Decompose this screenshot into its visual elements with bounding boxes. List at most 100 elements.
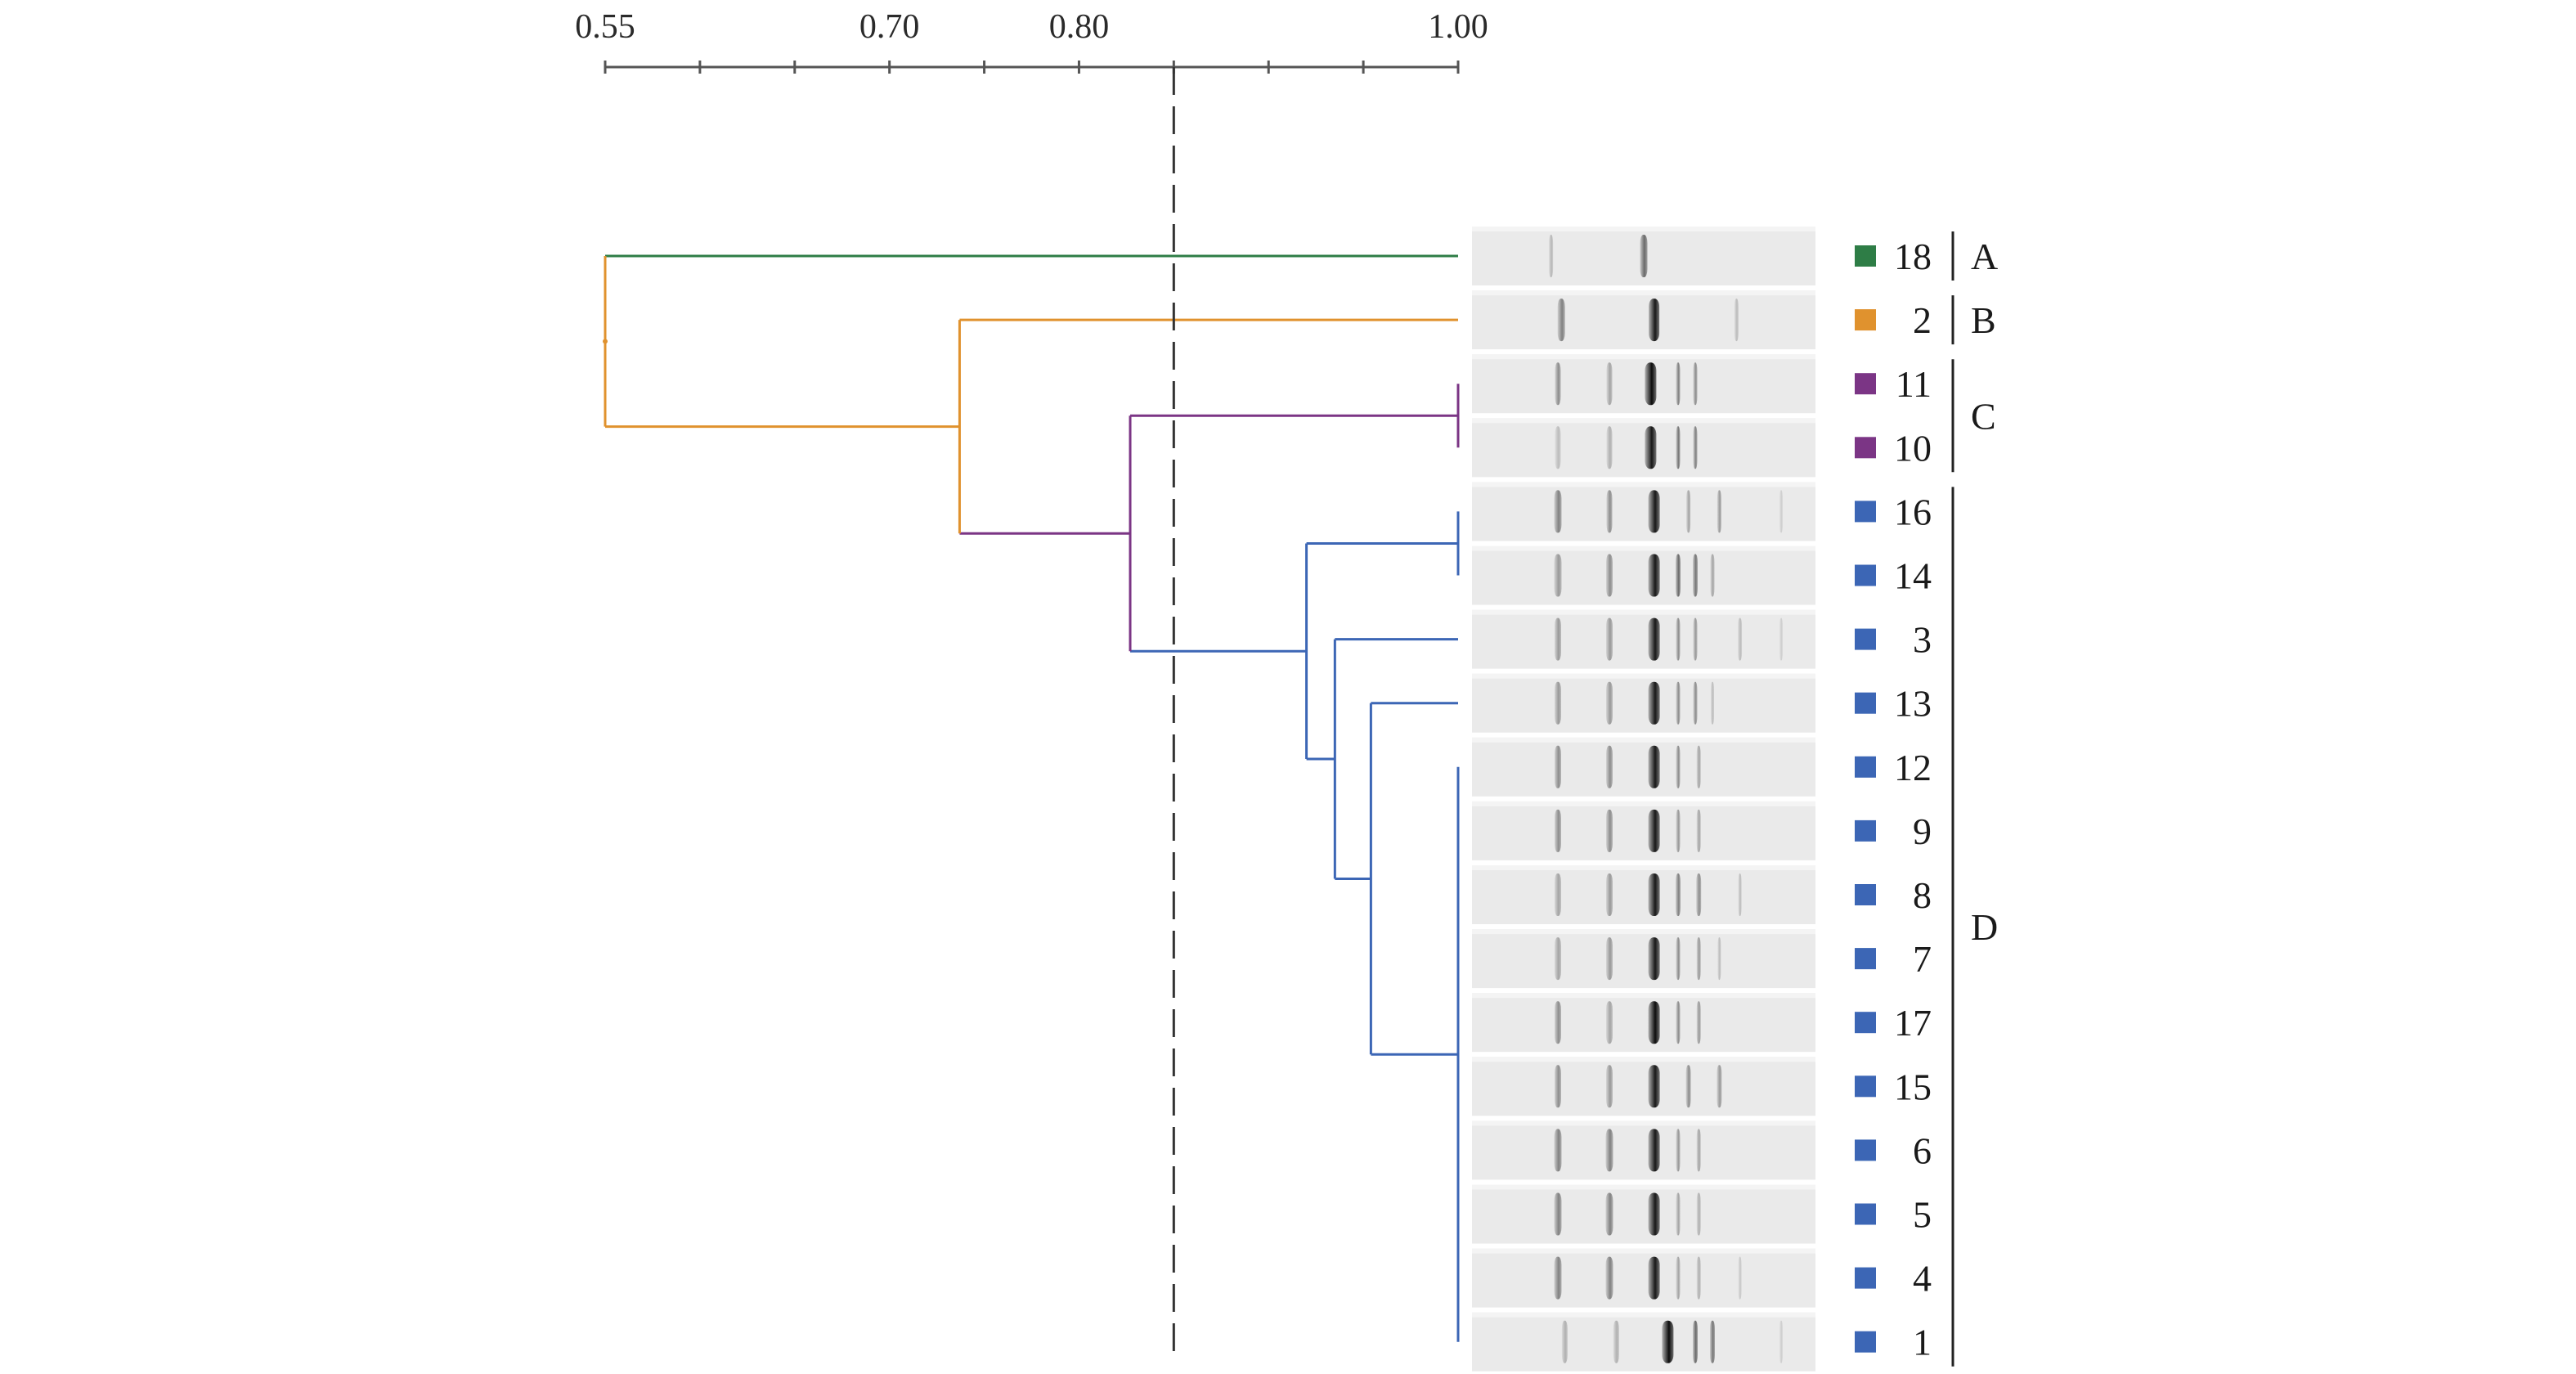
gel-band	[1696, 873, 1702, 916]
gel-band	[1693, 554, 1698, 597]
gel-lane-background	[1472, 290, 1815, 350]
gel-band	[1734, 299, 1739, 342]
gel-band	[1696, 809, 1701, 852]
gel-band	[1648, 1065, 1660, 1108]
isolate-row: 17	[1855, 1002, 1932, 1044]
gel-lane-sheen	[1472, 673, 1815, 679]
group-color-swatch	[1855, 1139, 1876, 1161]
gel-band	[1686, 490, 1691, 533]
gel-band	[1554, 1256, 1562, 1300]
gel-band	[1676, 1001, 1681, 1044]
gel-band	[1606, 490, 1613, 533]
gel-band	[1648, 1256, 1660, 1300]
gel-band	[1676, 745, 1681, 788]
gel-band	[1710, 1320, 1715, 1363]
gel-lane	[1472, 737, 1815, 797]
isolate-row: 2	[1855, 299, 1932, 341]
gel-lane-background	[1472, 1057, 1815, 1116]
gel-lane	[1472, 1120, 1815, 1180]
gel-lane-background	[1472, 1184, 1815, 1244]
isolate-number: 7	[1913, 938, 1932, 980]
scale-tick-label: 0.55	[575, 8, 635, 46]
gel-lane-background	[1472, 865, 1815, 924]
isolate-row: 7	[1855, 938, 1932, 980]
isolate-number: 6	[1913, 1129, 1932, 1171]
gel-band	[1676, 426, 1681, 469]
gel-lane-background	[1472, 1312, 1815, 1372]
gel-band	[1555, 937, 1561, 981]
isolate-row: 8	[1855, 874, 1932, 916]
gel-band	[1606, 426, 1613, 469]
gel-lane	[1472, 546, 1815, 605]
gel-lane-background	[1472, 482, 1815, 541]
isolate-row: 16	[1855, 491, 1932, 532]
cluster-group: C	[1951, 359, 1996, 473]
gel-band	[1717, 490, 1721, 533]
gel-band	[1676, 873, 1681, 916]
gel-lane-background	[1472, 1120, 1815, 1180]
isolate-number: 4	[1913, 1258, 1932, 1300]
gel-band	[1561, 1320, 1568, 1363]
gel-band	[1676, 362, 1681, 406]
group-color-swatch	[1855, 373, 1876, 395]
isolate-number: 18	[1894, 236, 1932, 277]
gel-lane-sheen	[1472, 1057, 1815, 1062]
tree-root	[603, 339, 608, 344]
isolate-row: 6	[1855, 1129, 1932, 1171]
gel-band	[1606, 554, 1613, 597]
gel-band	[1738, 617, 1743, 661]
gel-lane-sheen	[1472, 1120, 1815, 1126]
isolate-number: 10	[1894, 427, 1932, 469]
gel-lane-background	[1472, 737, 1815, 797]
gel-band	[1711, 681, 1714, 725]
gel-lane-background	[1472, 1248, 1815, 1308]
gel-band	[1648, 745, 1660, 788]
gel-band	[1605, 1256, 1613, 1300]
gel-band	[1606, 873, 1613, 916]
gel-lane	[1472, 227, 1815, 285]
group-color-swatch	[1855, 1267, 1876, 1289]
gel-lane	[1472, 482, 1815, 541]
gel-band	[1555, 1065, 1561, 1108]
scale-tick-label: 0.70	[859, 8, 920, 46]
gel-band	[1738, 1256, 1742, 1300]
isolate-number: 15	[1894, 1066, 1932, 1107]
gel-lane	[1472, 1248, 1815, 1308]
gel-lane-background	[1472, 546, 1815, 605]
gel-band	[1648, 1001, 1660, 1044]
gel-band	[1693, 426, 1698, 469]
scale-tick-label: 0.80	[1049, 8, 1110, 46]
gel-band	[1648, 554, 1660, 597]
gel-band	[1606, 937, 1613, 981]
group-color-swatch	[1855, 1012, 1876, 1034]
gel-band	[1693, 617, 1698, 661]
gel-band	[1554, 554, 1562, 597]
gel-lane-sheen	[1472, 354, 1815, 360]
gel-band	[1648, 490, 1660, 533]
isolate-row: 9	[1855, 810, 1932, 852]
gel-lane-background	[1472, 609, 1815, 669]
cluster-group: D	[1951, 487, 1998, 1367]
gel-band	[1693, 362, 1698, 406]
gel-band	[1696, 745, 1701, 788]
gel-band	[1648, 1129, 1660, 1172]
gel-lane-sheen	[1472, 482, 1815, 487]
isolate-row: 13	[1855, 683, 1932, 725]
isolate-row: 3	[1855, 619, 1932, 661]
gel-lane-sheen	[1472, 993, 1815, 999]
gel-band	[1648, 617, 1660, 661]
gel-band	[1606, 362, 1613, 406]
gel-band	[1554, 1192, 1562, 1236]
gel-band	[1717, 937, 1721, 981]
gel-band	[1606, 809, 1613, 852]
group-letter: B	[1971, 299, 1996, 341]
dendrogram-tree	[603, 254, 1460, 1342]
gel-lane-sheen	[1472, 609, 1815, 615]
gel-band	[1710, 554, 1715, 597]
gel-band	[1606, 745, 1613, 788]
gel-band	[1555, 681, 1561, 725]
isolate-number: 2	[1913, 299, 1932, 341]
gel-lane-sheen	[1472, 290, 1815, 296]
gel-band	[1648, 1192, 1660, 1236]
